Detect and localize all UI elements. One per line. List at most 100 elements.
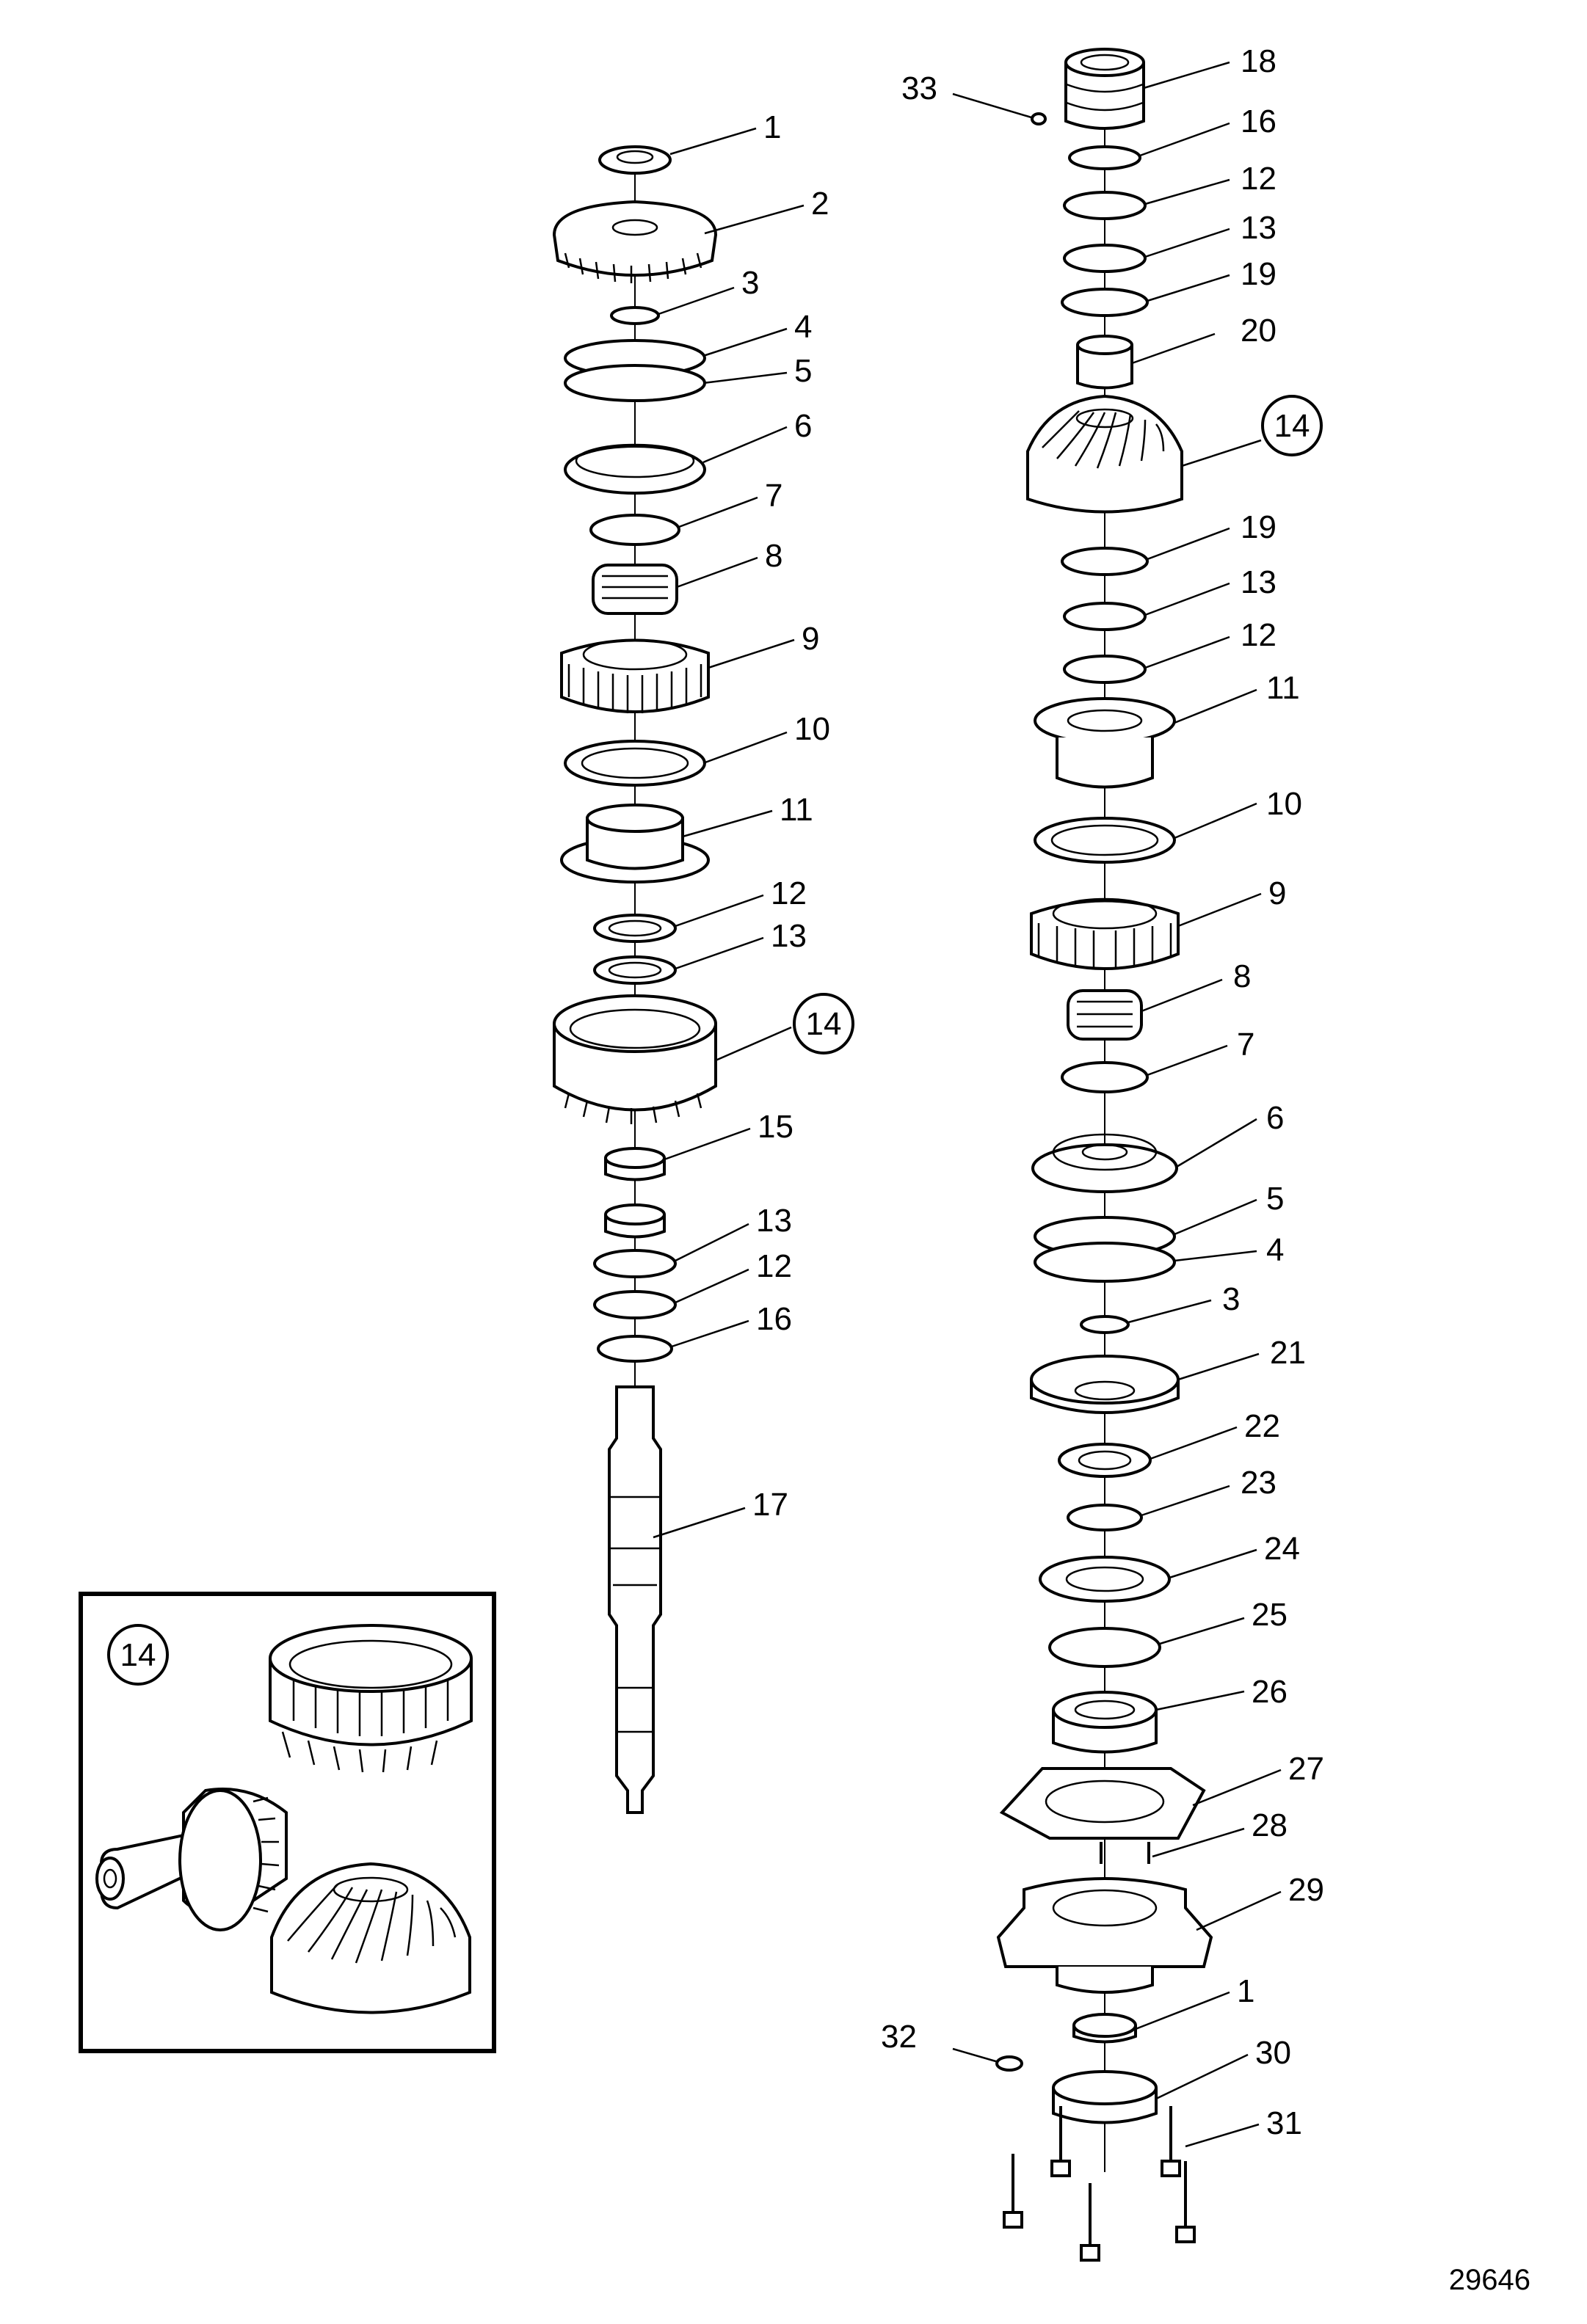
label-24: 24 (1264, 1531, 1300, 1567)
label-32: 32 (881, 2019, 917, 2055)
label-8-right: 8 (1233, 958, 1251, 994)
label-10-right: 10 (1266, 786, 1302, 822)
label-1-right: 1 (1237, 1973, 1254, 2009)
part-bushing-lower-left (604, 1203, 666, 1239)
label-1-left: 1 (763, 109, 781, 145)
part-32-washer (995, 2055, 1023, 2072)
part-9-clutch-pack-right (1030, 897, 1180, 970)
label-12-left: 12 (771, 875, 807, 911)
part-3-snap-ring-right (1080, 1315, 1130, 1334)
part-2-gear-left (552, 200, 718, 283)
label-16-lower-left: 16 (756, 1301, 792, 1337)
label-23: 23 (1241, 1465, 1276, 1501)
label-14-right: 14 (1274, 408, 1310, 444)
part-13-washer-lower-right (1063, 602, 1147, 631)
label-12-right: 12 (1241, 161, 1276, 197)
label-5-left: 5 (794, 353, 812, 389)
drawing-number: 29646 (1449, 2264, 1530, 2296)
label-29: 29 (1288, 1872, 1324, 1908)
part-12-washer-right (1063, 191, 1147, 220)
label-9-right: 9 (1268, 875, 1286, 911)
part-7-o-ring-left (589, 514, 680, 546)
inset-pinion-shaft (95, 1788, 288, 1931)
label-4-right: 4 (1266, 1232, 1284, 1268)
part-8-spring-pack-left (592, 564, 678, 615)
label-7-left: 7 (765, 478, 782, 514)
part-16-washer-right (1068, 145, 1141, 170)
label-6-left: 6 (794, 408, 812, 444)
callout-14-circle-right (1261, 395, 1323, 456)
label-10-left: 10 (794, 711, 830, 747)
label-13-lower-right: 13 (1241, 564, 1276, 600)
label-18: 18 (1241, 43, 1276, 79)
part-23-washer (1067, 1504, 1143, 1531)
label-13-lower-left: 13 (756, 1203, 792, 1239)
part-6-piston-left (564, 443, 706, 495)
label-2-left: 2 (811, 186, 829, 222)
part-4-o-ring-right (1034, 1242, 1176, 1283)
inset-ring-gear (269, 1624, 473, 1773)
label-16-right: 16 (1241, 103, 1276, 139)
label-15-left: 15 (758, 1109, 794, 1145)
part-3-snap-ring-left (610, 306, 660, 325)
label-7-right: 7 (1237, 1027, 1254, 1063)
label-13-right: 13 (1241, 210, 1276, 246)
part-7-o-ring-right (1061, 1061, 1149, 1093)
part-13-washer-left (593, 955, 677, 985)
part-19-washer-lower-right (1061, 547, 1149, 576)
label-4-left: 4 (794, 309, 812, 345)
label-19-right: 19 (1241, 256, 1276, 292)
part-1-washer-left (598, 145, 672, 175)
label-19-lower-right: 19 (1241, 509, 1276, 545)
label-27: 27 (1288, 1751, 1324, 1787)
inset-detail-14: 14 (79, 1592, 496, 2053)
part-1-washer-right (1072, 2013, 1137, 2044)
label-17-left: 17 (752, 1487, 788, 1523)
label-26: 26 (1252, 1674, 1288, 1710)
label-25: 25 (1252, 1597, 1288, 1633)
part-6-piston-right (1031, 1133, 1178, 1193)
label-11-right: 11 (1266, 670, 1300, 706)
label-8-left: 8 (765, 538, 782, 574)
label-11-left: 11 (780, 792, 813, 828)
part-29-housing (996, 1877, 1213, 1994)
part-12-washer-lower-right (1063, 655, 1147, 684)
part-14-bevel-gear-right (1026, 394, 1183, 514)
label-12-lower-left: 12 (756, 1248, 792, 1284)
part-9-clutch-pack-left (560, 638, 710, 713)
label-6-right: 6 (1266, 1100, 1284, 1136)
part-27-gasket (999, 1767, 1206, 1840)
part-16-washer-lower-left (597, 1335, 673, 1363)
label-31: 31 (1266, 2105, 1302, 2141)
part-12-washer-lower-left (593, 1290, 677, 1319)
label-30: 30 (1255, 2035, 1291, 2071)
part-22-spring-washer (1058, 1443, 1152, 1478)
part-20-sleeve (1076, 335, 1133, 390)
label-5-right: 5 (1266, 1181, 1284, 1217)
part-33-screw (1031, 112, 1047, 125)
label-14-left: 14 (806, 1006, 842, 1042)
label-3-right: 3 (1222, 1281, 1240, 1317)
right-shaft-assembly: 33 18 16 12 13 19 20 14 19 13 12 11 10 9… (881, 43, 1324, 2262)
part-24-disc (1039, 1556, 1171, 1603)
part-25-ring (1048, 1627, 1161, 1668)
part-5-o-ring-left (564, 364, 706, 402)
part-17-shaft (608, 1385, 662, 1814)
part-10-thrust-washer-left (564, 740, 706, 787)
part-13-washer-lower-left (593, 1249, 677, 1278)
label-21: 21 (1270, 1335, 1306, 1371)
inset-callout-label: 14 (120, 1637, 156, 1673)
label-22: 22 (1244, 1408, 1280, 1444)
left-shaft-assembly: 1 2 3 4 5 6 7 8 9 10 11 12 13 14 15 13 1… (552, 109, 854, 1814)
label-9-left: 9 (802, 621, 819, 657)
part-14-ring-gear-left (553, 994, 717, 1124)
label-28: 28 (1252, 1807, 1288, 1843)
part-21-cup (1030, 1355, 1180, 1414)
part-15-bushing-left (604, 1147, 666, 1181)
inset-callout-circle (107, 1624, 169, 1686)
part-30-seal (1052, 2070, 1158, 2124)
callout-14-circle-left (793, 993, 854, 1054)
part-10-thrust-washer-right (1034, 817, 1176, 864)
part-18-bearing (1064, 48, 1145, 130)
